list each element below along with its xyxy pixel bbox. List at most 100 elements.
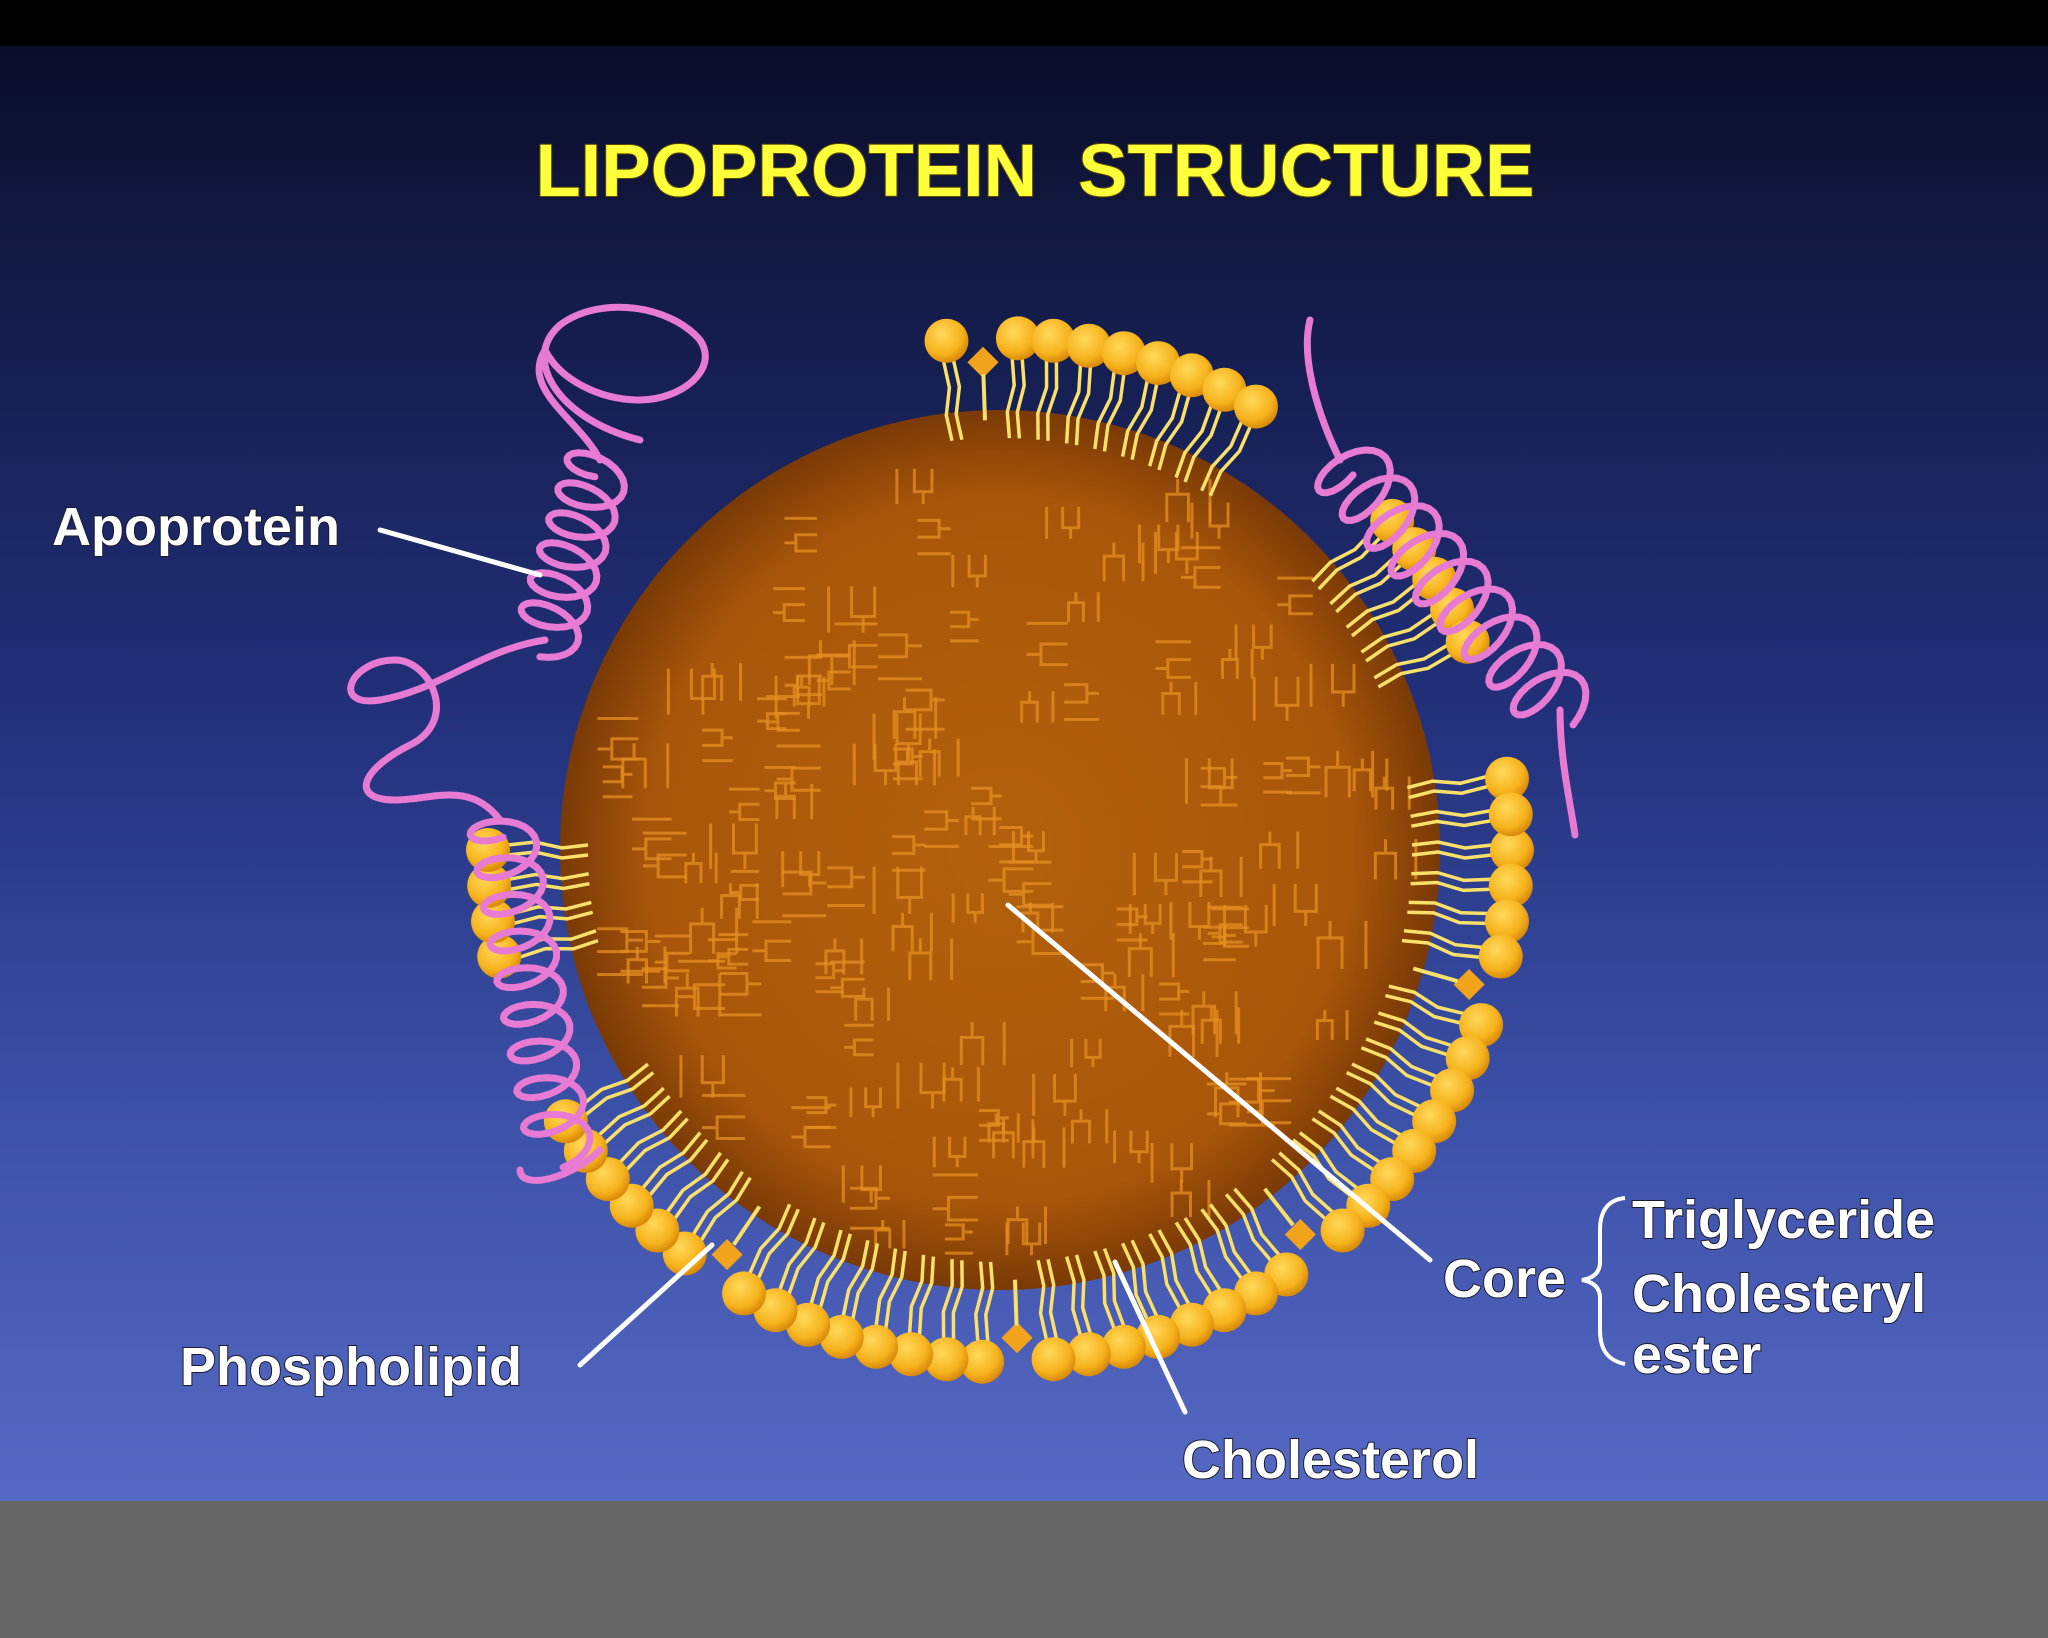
core-lipid-mark [1211,907,1249,948]
core-lipid-mark [892,747,923,781]
core-lipid-mark [1352,758,1389,792]
core-lipid-mark [872,713,922,760]
core-lipid-mark [597,716,639,761]
core-lipid-mark [1207,905,1243,944]
core-lipid-mark [666,668,716,715]
core-label: Core [1443,1249,1566,1309]
phospholipid-molecule [1064,1254,1111,1377]
core-lipid-mark [1132,852,1178,896]
core-lipid-mark [951,893,984,923]
core-lipid-mark [1012,831,1045,862]
core-lipid-mark [896,1062,946,1109]
phospholipid-label: Phospholipid [180,1337,522,1397]
top-band [0,0,2048,46]
core-lipid-mark [719,971,762,1017]
core-lipid-mark [1220,649,1254,679]
phospholipid-molecule [1407,899,1529,944]
core-lipid-mark [1285,756,1321,795]
core-lipid-mark [752,920,792,962]
core-lipid-mark [1324,750,1375,798]
core-lipid-mark [854,987,891,1021]
apoprotein-label: Apoprotein [52,497,340,557]
core-lipid-mark [971,786,1002,821]
triglyceride-label: Triglyceride [1632,1190,1935,1250]
phospholipid-molecule [1410,863,1533,908]
phospholipid-molecule [1093,331,1146,452]
phospholipid-molecule [1093,1247,1146,1369]
core-lipid-mark [815,962,844,994]
phospholipid-molecule [1031,318,1076,441]
core-lipid-mark [1016,905,1064,955]
phospholipid-molecule [924,318,969,442]
core-lipid-mark [1022,1127,1066,1168]
core-lipid-mark [1184,758,1234,804]
core-lipid-mark [878,633,922,681]
phospholipid-molecule [1120,341,1181,461]
core-lipid-mark [631,817,672,861]
core-lipid-mark [1374,776,1411,810]
core-lipid-mark [729,787,760,822]
core-lipid-mark [776,744,821,792]
core-lipid-mark [1070,1038,1102,1068]
core-lipid-mark [1113,1130,1149,1164]
phospholipid-molecule [722,1203,800,1316]
core-lipid-mark [782,870,827,918]
phospholipid-molecule [1411,828,1534,872]
core-lipid-mark [1026,621,1068,667]
core-lipid-mark [918,738,960,777]
core-lipid-mark [1102,542,1145,582]
core-lipid-mark [1161,681,1198,715]
core-lipid-mark [1182,849,1213,884]
core-lipid-mark [830,960,865,998]
core-lipid-mark [987,1113,1020,1143]
phospholipid-molecule [1064,323,1111,446]
cholesterol-label: Cholesterol [1182,1430,1479,1490]
core-lipid-mark [988,844,1034,893]
core-lipid-mark [709,823,758,870]
phospholipid-molecule [995,316,1040,439]
core-lipid-mark [1137,524,1180,564]
core-lipid-mark [1154,531,1199,574]
core-lipid-mark [773,587,805,623]
cholesterol-molecule [711,1239,743,1271]
core-lipid-mark [597,927,643,976]
core-lipid-pattern [597,468,1418,1256]
core-lipid-mark [757,697,787,731]
core-lipid-mark [1206,1082,1247,1126]
cholesterol-molecule [967,346,999,378]
core-lipid-mark [1159,982,1190,1016]
core-lipid-mark [1020,691,1055,723]
core-lipid-mark [701,662,743,701]
core-lipid-mark [1200,1007,1241,1044]
core-lipid-mark [1252,676,1300,721]
core-lipid-mark [951,554,987,588]
cholesterol-tail [732,1205,762,1246]
cholesterol-tail [1412,966,1459,984]
core-lipid-mark [702,1093,746,1140]
core-lipid-mark [718,933,749,966]
core-leader [1005,902,1433,1263]
lipoprotein-core [560,410,1440,1290]
core-lipid-mark [679,1055,725,1098]
core-lipid-mark [944,1223,974,1255]
core-lipid-mark [602,765,633,799]
core-lipid-mark [1064,683,1100,722]
core-lipid-mark [1277,576,1313,616]
cholesterol-tail [1013,1279,1019,1326]
phospholipid-molecule [889,1254,936,1377]
core-lipid-mark [908,938,954,981]
phospholipid-molecule [1200,384,1278,497]
core-lipid-mark [1155,640,1192,679]
core-lipid-mark [1169,901,1211,940]
cholesterol-tail [1263,1187,1295,1227]
apoprotein-right [1303,316,1590,839]
core-lipid-mark [1191,991,1238,1035]
core-lipid-mark [844,1023,874,1057]
core-lipid-mark [626,946,667,984]
core-lipid-mark [807,640,856,686]
phospholipid-leader [577,1242,715,1368]
core-lipid-mark [674,973,722,1017]
apoprotein-leader [377,527,543,578]
core-lipid-mark [1128,903,1162,934]
